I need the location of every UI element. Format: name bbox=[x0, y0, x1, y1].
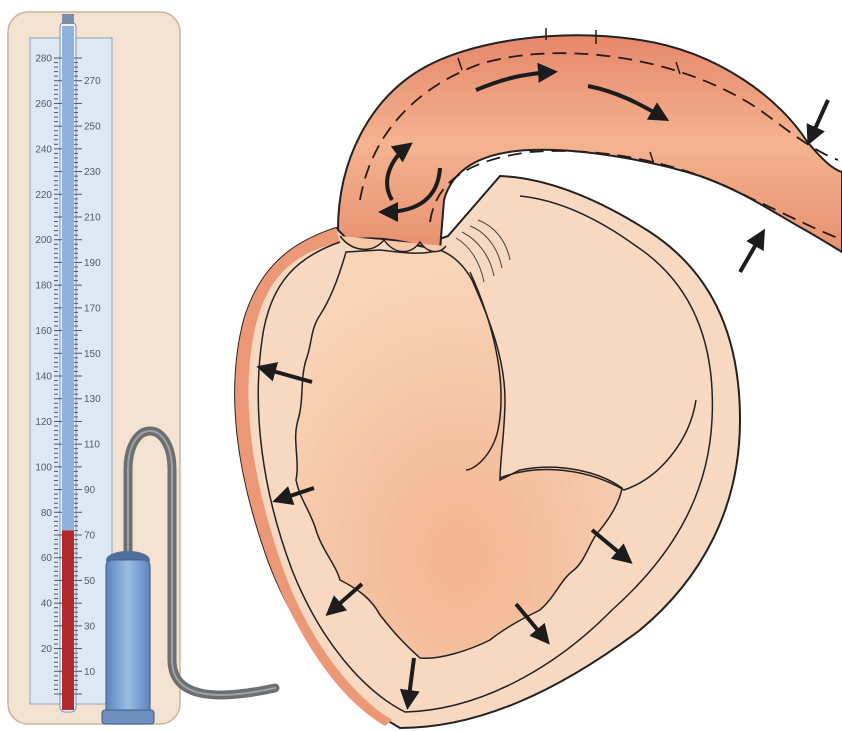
scale-label: 180 bbox=[35, 281, 52, 292]
scale-label: 60 bbox=[41, 553, 53, 564]
scale-label: 70 bbox=[84, 531, 96, 542]
heart bbox=[235, 28, 842, 728]
scale-label: 110 bbox=[84, 440, 100, 451]
scale-label: 220 bbox=[35, 190, 52, 201]
scale-label: 210 bbox=[84, 213, 101, 224]
scale-label: 160 bbox=[35, 326, 52, 337]
scale-label: 40 bbox=[41, 599, 53, 610]
scale-label: 240 bbox=[35, 144, 52, 155]
compression-arrow bbox=[810, 100, 828, 140]
scale-label: 100 bbox=[35, 462, 52, 473]
scale-label: 20 bbox=[41, 644, 53, 655]
scale-label: 270 bbox=[84, 76, 101, 87]
scale-label: 190 bbox=[84, 258, 101, 269]
scale-label: 80 bbox=[41, 508, 53, 519]
scale-label: 130 bbox=[84, 394, 101, 405]
mercury-column bbox=[62, 530, 74, 710]
scale-label: 230 bbox=[84, 167, 101, 178]
reservoir-bulb bbox=[106, 560, 150, 718]
scale-label: 280 bbox=[35, 54, 52, 65]
scale-label: 140 bbox=[35, 372, 52, 383]
reservoir-base bbox=[102, 710, 154, 724]
scale-label: 10 bbox=[84, 667, 96, 678]
scale-label: 30 bbox=[84, 621, 96, 632]
manometer-top-cap bbox=[62, 14, 74, 24]
scale-label: 170 bbox=[84, 303, 101, 314]
scale-label: 200 bbox=[35, 235, 52, 246]
sphygmomanometer: 280 260 240 220 200 180 160 140 120 100 80 60 40 20 2… bbox=[8, 12, 275, 724]
scale-label: 50 bbox=[84, 576, 96, 587]
scale-label: 120 bbox=[35, 417, 52, 428]
scale-label: 90 bbox=[84, 485, 96, 496]
scale-label: 150 bbox=[84, 349, 101, 360]
compression-arrow bbox=[740, 234, 762, 272]
scale-label: 250 bbox=[84, 122, 101, 133]
scale-label: 260 bbox=[35, 99, 52, 110]
